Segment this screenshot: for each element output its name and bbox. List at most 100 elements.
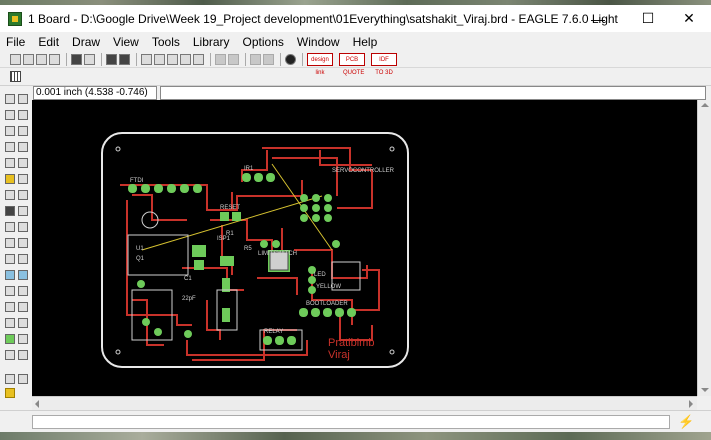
replace-icon[interactable] [18, 190, 28, 200]
minimize-button[interactable]: — [591, 10, 605, 27]
rect-icon[interactable] [5, 318, 15, 328]
label-reset: RESET [220, 205, 240, 211]
split-icon[interactable] [18, 238, 28, 248]
via-icon[interactable] [5, 334, 15, 344]
mounting-holes [115, 146, 395, 355]
label-isp1: ISP1 [217, 236, 231, 242]
miter-icon[interactable] [5, 238, 15, 248]
copy-icon[interactable] [18, 126, 28, 136]
zoom-fit-icon[interactable] [141, 53, 152, 65]
open-icon[interactable] [10, 53, 21, 65]
mirror-icon[interactable] [5, 142, 15, 152]
zoom-in-icon[interactable] [154, 53, 165, 65]
save-icon[interactable] [23, 53, 34, 65]
toolbar-divider [101, 52, 102, 66]
delete-icon[interactable] [18, 174, 28, 184]
help-icon[interactable] [285, 53, 296, 65]
smash-icon[interactable] [18, 222, 28, 232]
name-icon[interactable] [18, 206, 28, 216]
main-toolbar: design link PCB QUOTE IDF TO 3D [0, 51, 711, 76]
label-led: LED [314, 272, 326, 278]
board-canvas[interactable]: FTDI IR1 SERVOCONTROLLER RESET R1 U1 R5 … [32, 100, 697, 396]
scroll-up-icon[interactable] [701, 99, 709, 107]
idf-to-3d-button[interactable]: IDF TO 3D [371, 52, 397, 76]
horizontal-scrollbar[interactable] [32, 396, 697, 410]
text-icon[interactable] [18, 286, 28, 296]
component-pads [128, 173, 356, 345]
arc-icon[interactable] [18, 302, 28, 312]
microcontroller-chip [269, 251, 289, 271]
group-icon[interactable] [5, 158, 15, 168]
label-r5: R5 [244, 246, 252, 252]
menu-library[interactable]: Library [192, 34, 230, 49]
menu-window[interactable]: Window [296, 34, 340, 49]
cam-processor-icon[interactable] [49, 53, 60, 65]
toolbar-divider [66, 52, 67, 66]
menu-tools[interactable]: Tools [151, 34, 180, 49]
pcb-quote-button[interactable]: PCB QUOTE [339, 52, 365, 76]
optimize-icon[interactable] [5, 254, 15, 264]
design-link-button[interactable]: design link [307, 52, 333, 76]
meander-icon[interactable] [18, 254, 28, 264]
zoom-out-icon[interactable] [167, 53, 178, 65]
print-icon[interactable] [36, 53, 47, 65]
menu-draw[interactable]: Draw [72, 34, 101, 49]
erc-warning-icon[interactable] [5, 388, 15, 398]
change-icon[interactable] [18, 158, 28, 168]
ratsnest-icon[interactable] [5, 350, 15, 360]
schematic-view-icon[interactable] [119, 53, 130, 65]
maximize-button[interactable]: ☐ [641, 10, 655, 26]
lightning-icon[interactable]: ⚡ [678, 414, 695, 429]
move-icon[interactable] [5, 126, 15, 136]
menu-view[interactable]: View [113, 34, 139, 49]
add-icon[interactable] [5, 190, 15, 200]
grid-icon[interactable] [10, 71, 21, 82]
redo-icon[interactable] [228, 53, 239, 65]
mark-icon[interactable] [18, 110, 28, 120]
ripup-icon[interactable] [18, 270, 28, 280]
board-outline [101, 132, 409, 368]
label-q1: Q1 [136, 256, 145, 262]
zoom-redraw-icon[interactable] [180, 53, 191, 65]
wire-icon[interactable] [5, 286, 15, 296]
lock-icon[interactable] [5, 206, 15, 216]
menu-edit[interactable]: Edit [38, 34, 60, 49]
script-icon[interactable] [71, 53, 82, 65]
scroll-left-icon[interactable] [31, 400, 39, 408]
window-title: 1 Board - D:\Google Drive\Week 19_Projec… [28, 11, 618, 26]
menu-options[interactable]: Options [242, 34, 284, 49]
status-bar: ⚡ [0, 410, 711, 432]
go-icon[interactable] [263, 53, 274, 65]
hole-icon[interactable] [18, 334, 28, 344]
polygon-icon[interactable] [18, 318, 28, 328]
route-icon[interactable] [5, 270, 15, 280]
command-line-input[interactable] [160, 86, 706, 100]
label-servocontroller: SERVOCONTROLLER [332, 168, 395, 174]
run-ulp-icon[interactable] [84, 53, 95, 65]
board-view-icon[interactable] [106, 53, 117, 65]
scroll-right-icon[interactable] [689, 400, 697, 408]
label-ir1: IR1 [244, 166, 254, 172]
paste-icon[interactable] [5, 174, 15, 184]
stop-icon[interactable] [250, 53, 261, 65]
vertical-scrollbar[interactable] [697, 100, 711, 396]
attribute-icon[interactable] [5, 374, 15, 384]
circle-icon[interactable] [5, 302, 15, 312]
zoom-select-icon[interactable] [193, 53, 204, 65]
menu-bar: File Edit Draw View Tools Library Option… [0, 32, 711, 51]
menu-help[interactable]: Help [352, 34, 378, 49]
display-layers-icon[interactable] [5, 110, 15, 120]
toolbar-divider [245, 52, 246, 66]
dimension-icon[interactable] [18, 374, 28, 384]
rotate-icon[interactable] [18, 142, 28, 152]
auto-router-icon[interactable] [18, 350, 28, 360]
value-icon[interactable] [5, 222, 15, 232]
info-icon[interactable] [5, 94, 15, 104]
menu-file[interactable]: File [6, 34, 26, 49]
undo-icon[interactable] [215, 53, 226, 65]
show-icon[interactable] [18, 94, 28, 104]
toolbar-divider [210, 52, 211, 66]
scroll-down-icon[interactable] [701, 388, 709, 396]
close-button[interactable]: ✕ [683, 10, 695, 26]
title-bar[interactable]: 1 Board - D:\Google Drive\Week 19_Projec… [0, 5, 711, 32]
